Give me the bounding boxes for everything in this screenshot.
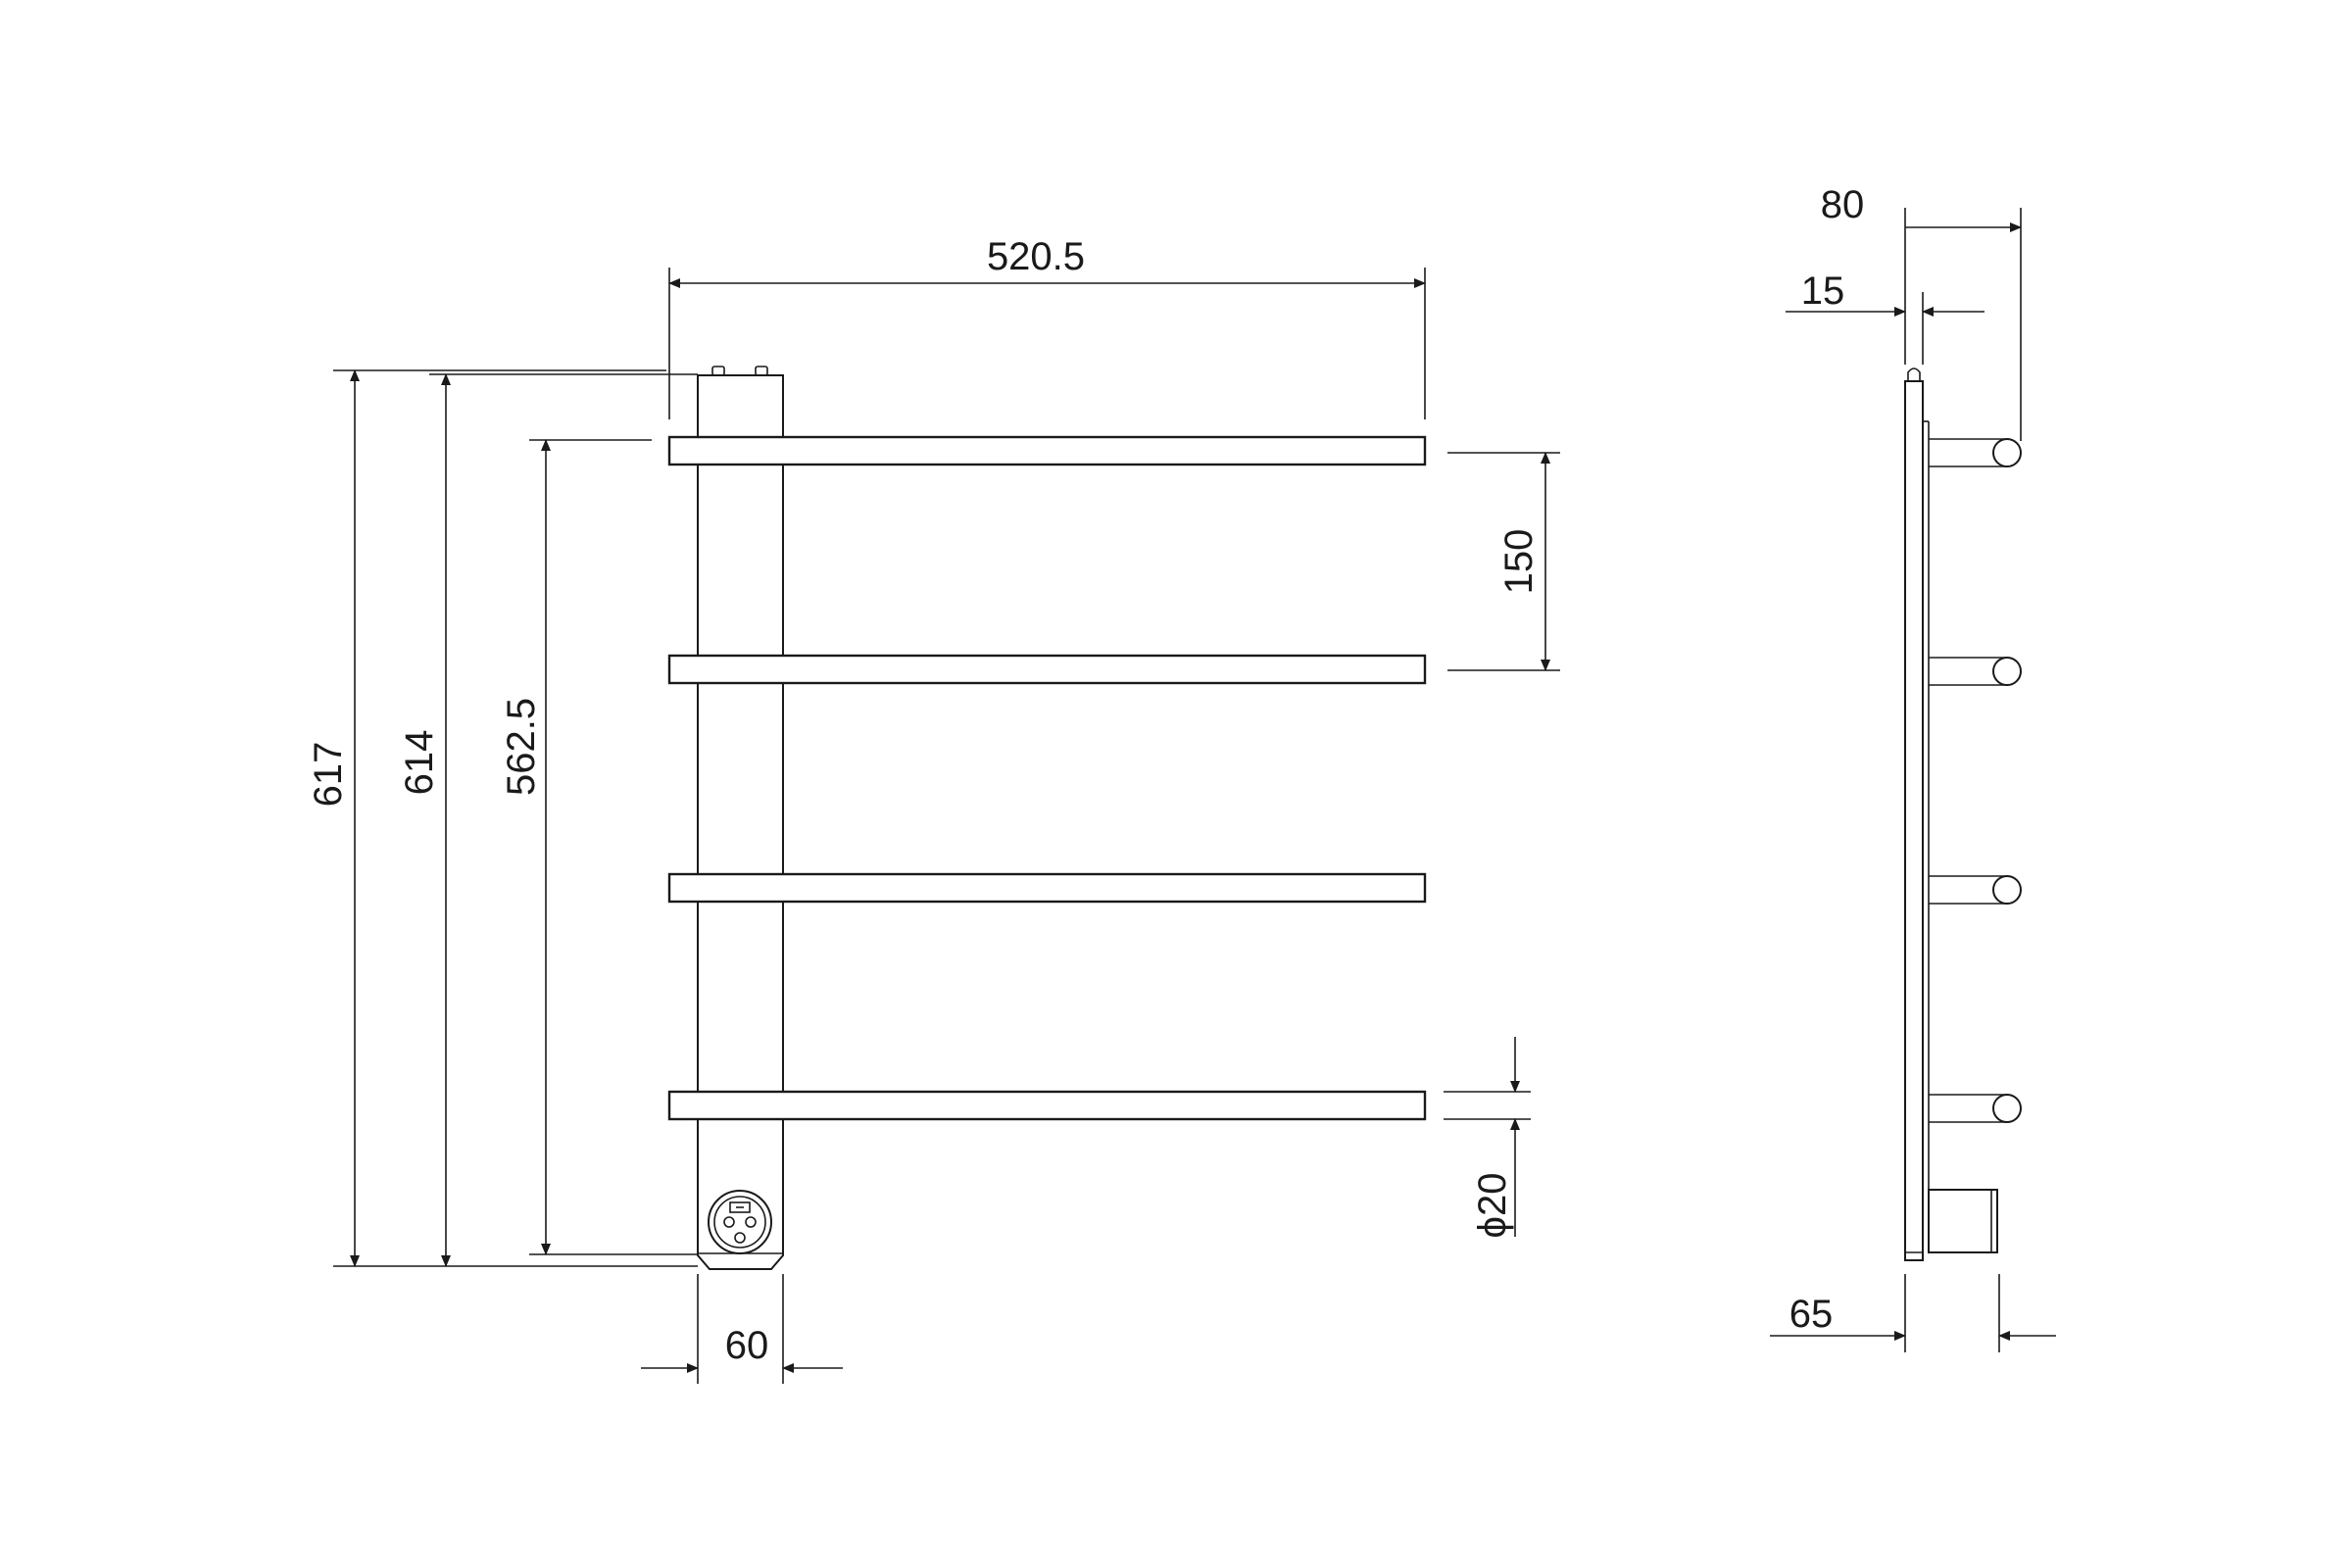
towel-bar — [667, 1090, 1427, 1121]
dimension-column-width: 60 — [641, 1274, 843, 1384]
electrical-connector — [708, 1190, 772, 1254]
dimension-label: 617 — [307, 742, 350, 808]
front-view: 520.5 617 614 562.5 150 — [307, 235, 1560, 1384]
side-bar — [1929, 657, 2022, 686]
dimension-bar-spacing: 150 — [1447, 452, 1560, 671]
side-bar — [1929, 1094, 2022, 1123]
side-bar-ends — [1929, 438, 2022, 1123]
towel-bars — [667, 435, 1427, 1121]
dimension-column-depth: 15 — [1786, 270, 1984, 365]
dimension-height-column: 614 — [398, 373, 451, 1267]
dimension-label: 80 — [1821, 183, 1865, 226]
dimension-bar-diameter: ϕ20 — [1444, 1037, 1531, 1238]
dimension-label: ϕ20 — [1471, 1173, 1514, 1239]
side-bar — [1929, 438, 2022, 467]
side-connector — [1928, 1189, 1998, 1253]
dimension-total-width: 520.5 — [668, 235, 1426, 419]
dimension-depth-total: 80 — [1821, 183, 2022, 441]
towel-bar — [667, 872, 1427, 904]
side-view: 80 15 65 — [1770, 183, 2056, 1352]
dimension-label: 15 — [1801, 270, 1845, 313]
heater-column — [697, 366, 784, 1270]
dimension-height-bars: 562.5 — [500, 439, 551, 1255]
dimension-label: 60 — [725, 1324, 769, 1367]
dimension-label: 520.5 — [987, 235, 1085, 278]
dimension-label: 150 — [1497, 529, 1541, 595]
side-bar — [1929, 875, 2022, 905]
side-column — [1904, 368, 1930, 1261]
towel-bar — [667, 654, 1427, 685]
towel-bar — [667, 435, 1427, 466]
dimension-connector-depth: 65 — [1770, 1274, 2056, 1352]
dimension-label: 562.5 — [500, 698, 543, 796]
dimension-label: 614 — [398, 730, 441, 796]
dimension-height-overall: 617 — [307, 369, 360, 1267]
dimension-label: 65 — [1789, 1293, 1834, 1336]
